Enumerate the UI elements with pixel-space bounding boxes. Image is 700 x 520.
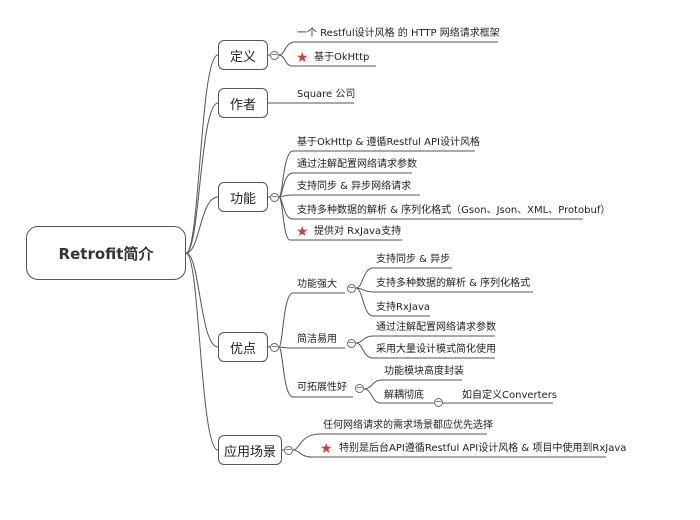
features-item-2: 通过注解配置网络请求参数 [297,159,417,170]
powerful-item-2: 支持多种数据的解析 & 序列化格式 [376,278,531,289]
scenarios-item-1: 任何网络请求的需求场景都应优先选择 [323,420,493,431]
extensible-item-1: 功能模块高度封装 [384,366,464,377]
category-features-label: 功能 [229,191,256,207]
category-advantages[interactable]: 优点 [218,332,268,362]
advantages-group-powerful: 功能强大 [297,279,337,290]
collapse-features-icon[interactable]: − [270,192,279,202]
powerful-item-1: 支持同步 & 异步 [376,254,451,265]
features-item-4: 支持多种数据的解析 & 序列化格式（Gson、Json、XML、Protobuf… [297,205,611,216]
category-definition-label: 定义 [229,49,256,65]
advantages-group-extensible: 可拓展性好 [297,382,347,393]
features-item-1: 基于OkHttp & 遵循Restful API设计风格 [297,137,480,148]
scenarios-item-2: 特别是后台API遵循Restful API设计风格 & 项目中使用到RxJava [339,443,627,454]
features-item-5: 提供对 RxJava支持 [314,226,402,237]
category-author[interactable]: 作者 [218,88,268,118]
collapse-scenarios-icon[interactable]: − [284,445,293,455]
root-label: Retrofit简介 [58,244,154,263]
simple-item-1: 通过注解配置网络请求参数 [376,322,496,333]
collapse-powerful-icon[interactable]: − [347,283,356,293]
collapse-extensible-icon[interactable]: − [355,383,364,393]
powerful-item-3: 支持RxJava [376,302,430,313]
definition-item-2: 基于OkHttp [314,52,370,63]
category-definition[interactable]: 定义 [218,40,268,70]
star-icon: ★ [320,441,333,457]
collapse-advantages-icon[interactable]: − [270,342,279,352]
star-icon: ★ [296,50,309,66]
collapse-definition-icon[interactable]: − [270,50,279,60]
advantages-group-simple: 简洁易用 [297,334,337,345]
features-item-3: 支持同步 & 异步网络请求 [297,181,412,192]
category-author-label: 作者 [229,97,256,113]
category-scenarios[interactable]: 应用场景 [218,435,282,465]
category-scenarios-label: 应用场景 [223,444,276,460]
simple-item-2: 采用大量设计模式简化使用 [376,344,496,355]
extensible-item-2: 解耦彻底 [384,390,424,401]
collapse-simple-icon[interactable]: − [347,338,356,348]
root-node[interactable]: Retrofit简介 [26,226,186,280]
category-features[interactable]: 功能 [218,182,268,212]
category-advantages-label: 优点 [229,341,256,357]
definition-item-1: 一个 Restful设计风格 的 HTTP 网络请求框架 [297,28,500,39]
collapse-decouple-icon[interactable]: − [434,397,443,407]
star-icon: ★ [296,224,309,240]
decouple-sub-item: 如自定义Converters [462,390,558,401]
author-item-1: Square 公司 [297,89,356,100]
